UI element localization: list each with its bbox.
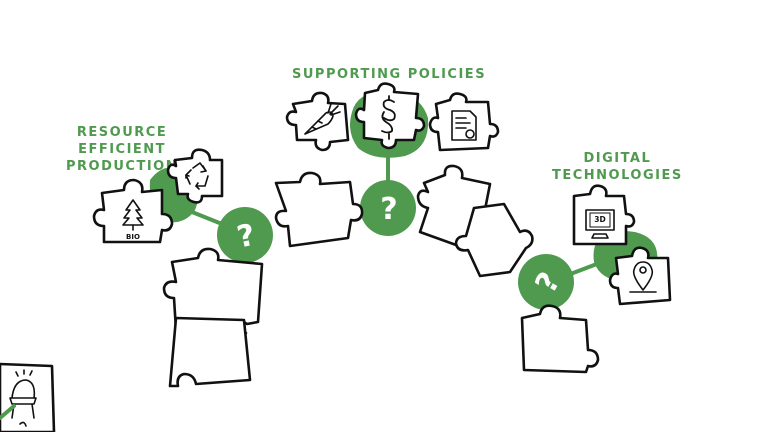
hub-center-question-mark: ?: [380, 192, 397, 227]
puzzle-piece-document: [428, 92, 500, 152]
recycle-icon: [185, 162, 209, 190]
law-paragraph-icon: [381, 95, 396, 140]
label-line: DIGITAL: [583, 151, 652, 166]
label-digital-technologies: DIGITAL TECHNOLOGIES: [552, 150, 683, 184]
connector-corner: [0, 404, 16, 420]
puzzle-piece-arch-center-left: [274, 171, 364, 248]
puzzle-piece-arch-right-middle: [454, 202, 534, 278]
puzzle-piece-recycle: [166, 148, 224, 204]
tree-icon: [122, 199, 144, 231]
label-resource-efficient-production: RESOURCE EFFICIENT PRODUCTION: [66, 124, 178, 175]
hub-left: [217, 207, 273, 263]
3d-label: 3D: [594, 215, 605, 224]
document-icon: [451, 110, 477, 141]
carrot-icon: [304, 103, 341, 135]
puzzle-piece-bio: [92, 178, 174, 244]
hub-right: [518, 254, 574, 310]
puzzle-piece-law: [354, 82, 426, 150]
hub-center: [360, 180, 416, 236]
puzzle-piece-arch-right-bottom: [520, 304, 600, 374]
puzzle-piece-location: [608, 246, 672, 306]
label-line: EFFICIENT: [78, 142, 167, 157]
label-line: TECHNOLOGIES: [552, 168, 683, 183]
label-supporting-policies: SUPPORTING POLICIES: [292, 67, 487, 82]
3d-screen-icon: [585, 209, 615, 239]
bio-label: BIO: [126, 233, 140, 241]
puzzle-piece-arch-left-bottom: [168, 316, 252, 388]
label-line: RESOURCE: [76, 125, 168, 140]
label-line: PRODUCTION: [66, 159, 179, 174]
location-pin-icon: [629, 261, 657, 293]
